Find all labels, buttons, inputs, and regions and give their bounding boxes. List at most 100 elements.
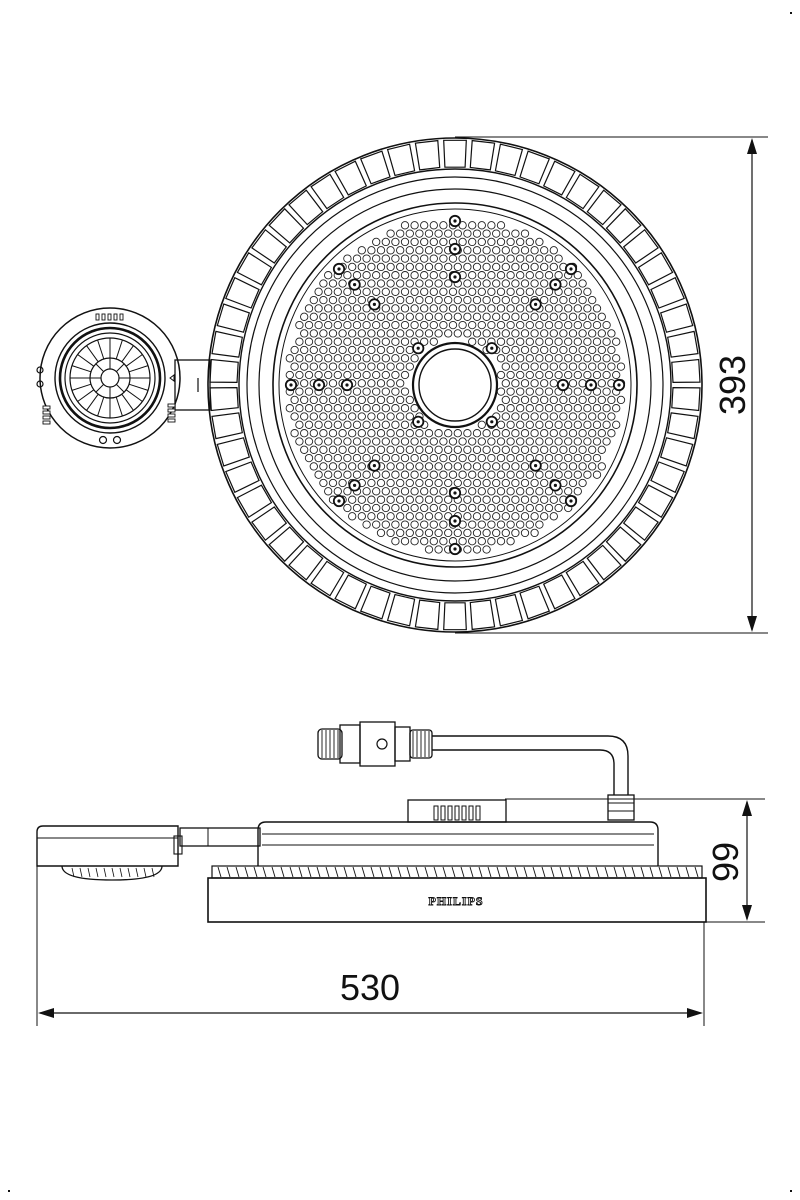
led — [343, 420, 352, 429]
led — [410, 503, 419, 513]
led — [444, 462, 453, 471]
heat-sink-fin — [542, 574, 576, 610]
led — [357, 445, 366, 454]
led — [535, 470, 544, 479]
led — [381, 487, 390, 496]
driver-rib — [447, 805, 453, 821]
screw-center — [416, 346, 420, 350]
led — [300, 429, 309, 438]
led — [607, 362, 616, 371]
led — [391, 304, 400, 313]
led — [578, 295, 587, 305]
led — [324, 420, 333, 429]
heat-sink-fin — [268, 207, 305, 244]
driver-rib — [433, 805, 439, 821]
led — [343, 453, 352, 463]
led — [381, 520, 390, 529]
led — [564, 420, 573, 429]
led — [482, 528, 491, 538]
led — [352, 404, 362, 413]
led — [496, 370, 506, 380]
led — [602, 337, 611, 346]
led — [362, 453, 371, 463]
led — [583, 287, 592, 296]
led — [602, 370, 611, 380]
led — [602, 420, 611, 429]
led — [309, 429, 318, 438]
led — [516, 337, 525, 346]
dome-line — [135, 867, 139, 878]
led — [434, 429, 443, 438]
heat-sink-fin — [288, 544, 324, 581]
led — [420, 487, 429, 496]
led — [386, 246, 395, 255]
led — [300, 329, 309, 338]
sensor-tick — [42, 420, 51, 425]
led — [453, 229, 462, 238]
led — [530, 379, 539, 388]
led — [511, 429, 520, 438]
led — [573, 271, 582, 280]
led — [348, 295, 357, 305]
led — [568, 329, 578, 338]
led — [328, 478, 338, 488]
led — [400, 437, 410, 446]
led — [420, 337, 429, 346]
led — [564, 470, 573, 479]
led — [468, 304, 477, 313]
led — [468, 254, 477, 263]
led — [343, 354, 352, 363]
side-fin — [523, 866, 528, 878]
led — [328, 312, 338, 321]
led — [544, 404, 554, 413]
led — [420, 304, 429, 313]
led — [410, 287, 419, 296]
led — [352, 503, 362, 513]
led — [357, 345, 366, 355]
dimension-height-label: 393 — [712, 355, 753, 415]
led — [295, 420, 304, 429]
led — [472, 462, 482, 471]
led — [487, 453, 496, 463]
led — [477, 470, 486, 479]
led — [573, 420, 582, 429]
led — [448, 437, 458, 446]
led — [372, 387, 381, 396]
led — [400, 503, 410, 513]
led — [415, 528, 424, 538]
led — [338, 462, 347, 471]
led — [472, 246, 482, 255]
side-fin — [370, 866, 375, 878]
led — [444, 429, 453, 438]
led — [501, 478, 510, 488]
led — [357, 429, 366, 438]
side-fin — [388, 866, 393, 878]
led — [477, 487, 486, 496]
led — [511, 229, 520, 238]
dome-line — [151, 867, 155, 878]
led — [424, 312, 434, 321]
led — [444, 495, 453, 504]
led — [516, 453, 525, 463]
led — [573, 370, 582, 380]
led — [343, 487, 352, 496]
heat-sink-fin — [605, 526, 642, 563]
led — [468, 437, 477, 446]
heat-sink-fin — [211, 330, 243, 358]
led — [300, 445, 309, 454]
lens-segment — [125, 389, 143, 402]
screw-center — [490, 346, 494, 350]
lens-segment — [97, 339, 105, 360]
led — [468, 470, 477, 479]
led — [429, 271, 438, 280]
led — [453, 429, 462, 438]
led — [410, 254, 419, 263]
led — [463, 246, 472, 255]
heat-sink-fin — [469, 139, 496, 171]
led — [396, 229, 405, 238]
led — [496, 320, 506, 330]
led — [300, 312, 309, 321]
heat-sink-fin — [637, 251, 674, 286]
dome-line — [111, 867, 115, 878]
led — [468, 237, 477, 247]
